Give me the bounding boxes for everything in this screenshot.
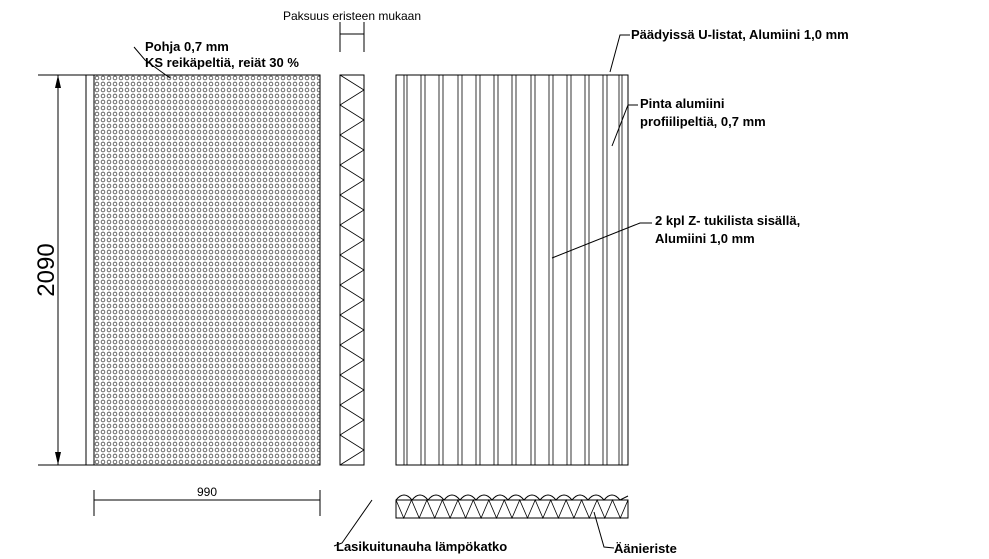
perforated-base-panel [85,74,321,466]
insulation-side-section [339,74,365,466]
bottom-section [395,494,629,520]
glassfiber-label: Lasikuitunauha lämpökatko [336,539,507,554]
base-label-line2: KS reikäpeltiä, reiät 30 % [145,55,299,70]
height-dimension: 2090 [33,74,86,466]
end-strips-label: Päädyissä U-listat, Alumiini 1,0 mm [631,27,849,42]
surface-label-line2: profiilipeltiä, 0,7 mm [640,114,766,129]
zstrip-label-line1: 2 kpl Z- tukilista sisällä, [655,213,800,228]
height-dimension-label: 2090 [33,243,60,296]
profiled-surface-panel [395,74,629,466]
insulation-label: Äänieriste [614,541,677,556]
zstrip-label-line2: Alumiini 1,0 mm [655,231,755,246]
leader-lines [133,34,652,549]
thickness-label: Paksuus eristeen mukaan [283,9,421,23]
base-label-line1: Pohja 0,7 mm [145,39,229,54]
width-dimension: 990 [93,485,321,516]
thickness-dimension: Paksuus eristeen mukaan [283,9,421,52]
width-dimension-label: 990 [197,485,217,499]
surface-label-line1: Pinta alumiini [640,96,725,111]
